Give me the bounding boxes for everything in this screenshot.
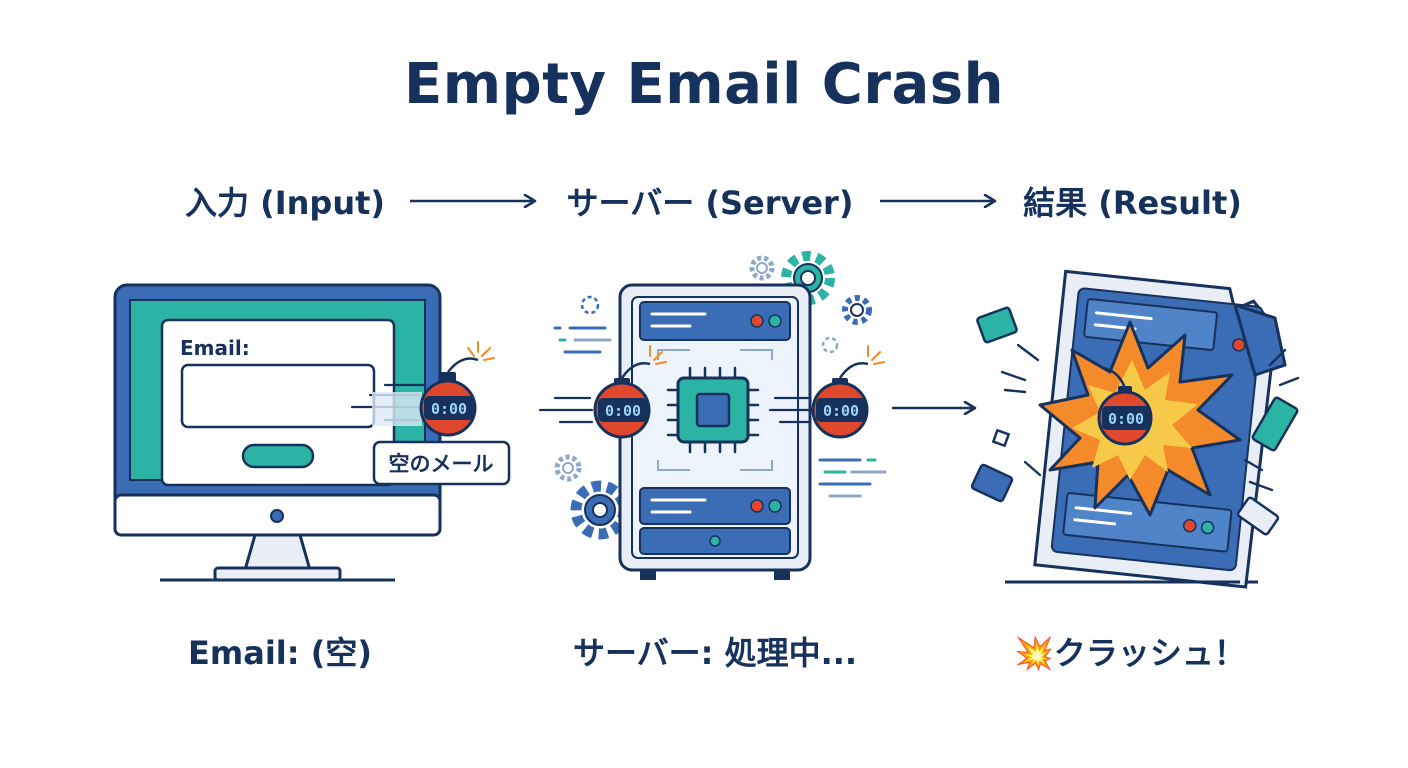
bomb-timer: 0:00 [431, 400, 467, 418]
motion-lines [538, 396, 812, 424]
bomb-timer: 0:00 [605, 402, 641, 420]
diagram-title: Empty Email Crash [404, 52, 1004, 117]
gear-icon [749, 255, 775, 281]
bomb-timer: 0:00 [823, 402, 859, 420]
code-lines [553, 326, 612, 354]
bomb-timer: 0:00 [1108, 410, 1144, 428]
email-label: Email: [180, 336, 250, 360]
bomb-icon: 0:00 [593, 345, 667, 439]
caption-result: 💥クラッシュ！ [1010, 628, 1250, 674]
cpu-icon [666, 366, 760, 454]
caption-result-text: クラッシュ！ [1053, 634, 1246, 672]
bomb-icon: 0:00 [419, 341, 495, 437]
code-lines [818, 458, 887, 498]
gear-icon [842, 295, 872, 325]
svg-text:空のメール: 空のメール [389, 452, 494, 476]
caption-input: Email: (空) [188, 634, 372, 672]
bomb-icon: 0:00 [1097, 366, 1153, 446]
monitor-icon: Email: [113, 283, 442, 582]
stage-label-result: 結果 (Result) [1023, 184, 1242, 222]
gear-icon [570, 480, 630, 540]
gear-icon [554, 454, 582, 482]
email-field [180, 363, 376, 429]
debris [970, 306, 1300, 536]
bomb-icon: 0:00 [811, 345, 885, 439]
explosion-emoji-icon: 💥 [1014, 634, 1054, 672]
stage-label-server: サーバー (Server) [566, 184, 854, 222]
server-icon [618, 283, 812, 580]
stage-label-input: 入力 (Input) [184, 184, 386, 222]
caption-server: サーバー: 処理中... [572, 634, 858, 672]
empty-email-tag: 空のメール [372, 440, 511, 486]
submit-button [241, 443, 315, 469]
